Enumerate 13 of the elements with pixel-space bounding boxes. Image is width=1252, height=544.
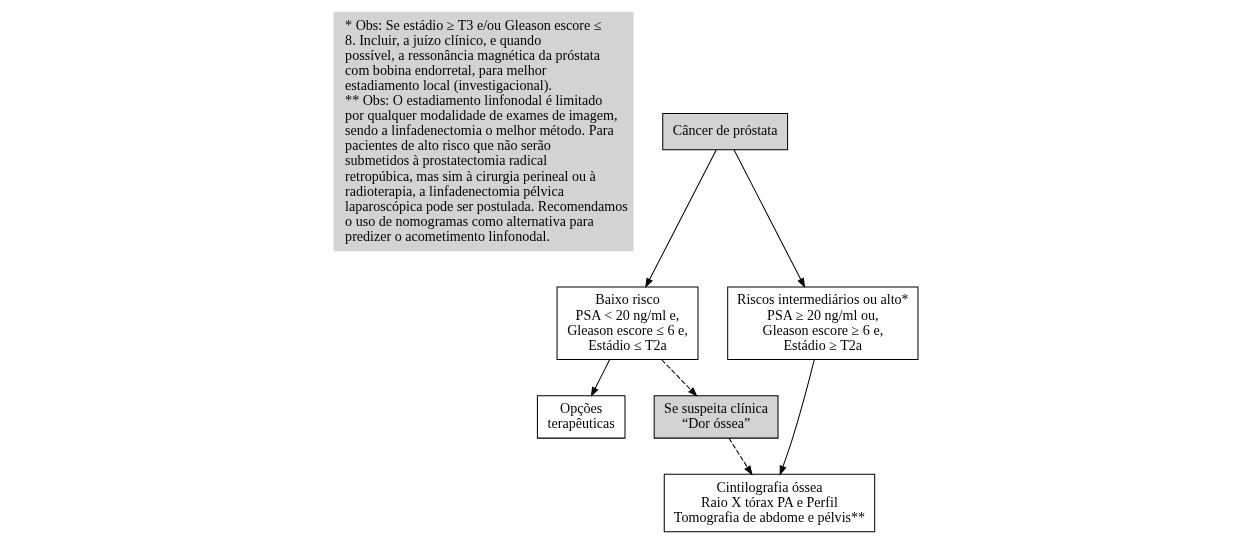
node-box: Se suspeita clínica “Dor óssea”	[653, 395, 779, 439]
node-box: Riscos intermediários ou alto* PSA ≥ 20 ng/ml ou, Gleason escore ≥ 6 e, Estádio ≥ T2a	[727, 286, 919, 361]
arrow	[733, 149, 806, 289]
arrow	[645, 149, 717, 289]
arrow	[779, 359, 815, 476]
node-box: Cintilografia óssea Raio X tórax PA e Perfil Tomografia de abdome e pélvis**	[663, 473, 876, 533]
node-box: * Obs: Se estádio ≥ T3 e/ou Gleason escore ≤ 8. Incluir, a juízo clínico, e quando possível, a ressonância magnética da próstata com bobina endorretal, para melhor estadiamento local (investigacional). ** Obs: O estadiamento linfonodal é limitado por qualquer modalidade de exames de imagem, sendo a linfadenectomia o melhor método. Para pacientes de alto risco que não serão submetidos à prostatectomia radical retropúbica, mas sim à cirurgia perineal ou à radioterapia, a linfadenectomia pélvica laparoscópica pode ser postulada. Recomendamos o uso de nomogramas como alternativa para predizer o acometimento linfonodal.	[333, 11, 634, 252]
node-box: Opções terapêuticas	[536, 395, 626, 439]
arrow	[728, 437, 753, 476]
arrow	[661, 359, 698, 397]
node-box: Baixo risco PSA < 20 ng/ml e, Gleason escore ≤ 6 e, Estádio ≤ T2a	[556, 286, 699, 361]
arrow	[590, 359, 611, 398]
node-box: Câncer de próstata	[662, 112, 789, 151]
